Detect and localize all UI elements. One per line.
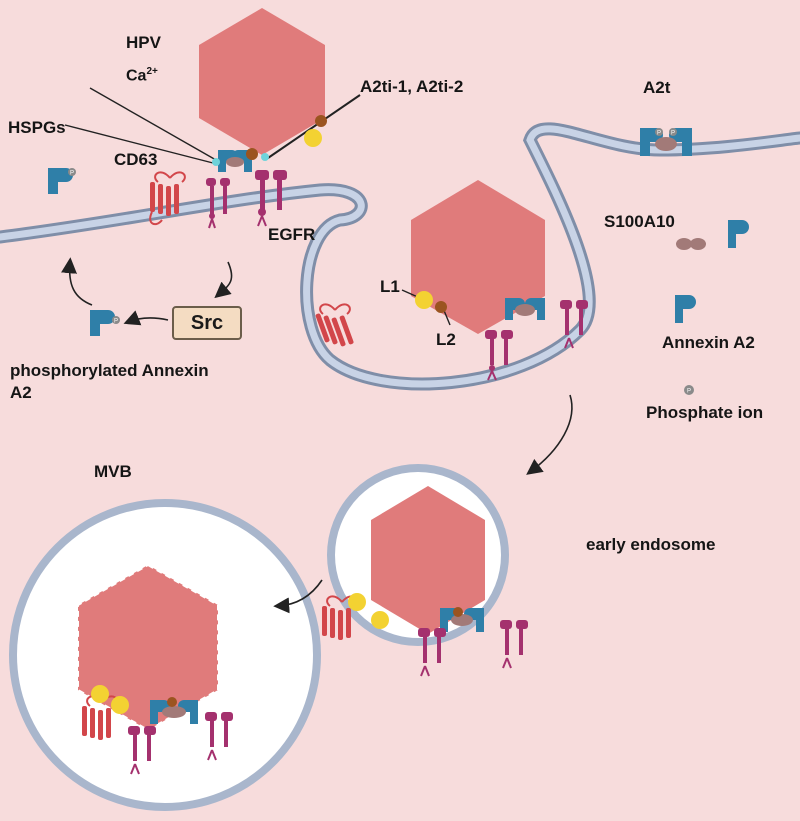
ca-label-superscript: 2+ [146, 66, 158, 77]
egfr-label: EGFR [268, 225, 316, 244]
l1-label: L1 [380, 277, 400, 296]
l2-protein-icon [435, 301, 447, 313]
l1-protein-mvb-icon [91, 685, 109, 703]
egfr-invagination-icon [485, 330, 513, 381]
egfr-to-src-arrow [214, 261, 233, 299]
early-endosome-label: early endosome [586, 535, 716, 554]
l2-protein-surface-icon-2 [246, 148, 258, 160]
annexin-to-membrane-arrow [61, 257, 93, 306]
phospho-annexin-label-line1: phosphorylated Annexin [10, 361, 209, 380]
hpv-capsid-surface [199, 8, 325, 155]
membrane-to-endosome-arrow [526, 394, 573, 475]
phosphate-glyph-3: P [671, 131, 675, 137]
phospho-annexin-label-line2: A2 [10, 383, 32, 402]
ca-leader-line [89, 87, 217, 161]
phosphorylated-annexin-membrane-icon [48, 168, 76, 194]
egfr-mvb-icon [128, 726, 156, 775]
cd63-endosome-icon [322, 595, 358, 640]
l1-protein-mvb-icon-2 [111, 696, 129, 714]
egfr-endosome-icon [418, 628, 446, 677]
egfr-endosome-icon-2 [500, 620, 528, 669]
ca-ion-icon [212, 158, 220, 166]
phosphate-glyph-2: P [657, 131, 661, 137]
hspgs-leader-line [64, 124, 214, 164]
hpv-capsid-invagination [411, 180, 545, 334]
a2ti-leader-line [267, 94, 361, 159]
hpv-capsid-endosome [371, 486, 485, 634]
egfr-mvb-icon-2 [205, 712, 233, 761]
annexin-a2-legend-icon-2 [675, 295, 696, 323]
a2t-label: A2t [643, 78, 671, 97]
hspgs-icon [261, 153, 269, 161]
a2t-complex-mvb-icon [150, 697, 198, 724]
hspgs-label: HSPGs [8, 118, 66, 137]
hpv-label: HPV [126, 33, 161, 52]
endosome-to-mvb-arrow [273, 579, 323, 614]
phosphate-legend-icon [684, 385, 694, 395]
egfr-invagination-icon-2 [560, 300, 588, 349]
annexin-a2-label: Annexin A2 [662, 333, 755, 352]
phosphate-glyph-0: P [70, 171, 74, 177]
ca-label-base: Ca [126, 67, 147, 85]
l1-protein-surface-icon [304, 129, 322, 147]
src-kinase-box: Src [172, 306, 242, 340]
s100a10-legend-icon [676, 238, 706, 250]
annexin-a2-legend-icon-1 [728, 220, 749, 248]
hpv-capsid-mvb [77, 563, 219, 732]
cd63-invagination-icon [315, 303, 354, 347]
l2-protein-surface-icon [315, 115, 327, 127]
a2t-complex-invagination-icon [505, 298, 545, 320]
cd63-icon [149, 171, 186, 226]
l2-label: L2 [436, 330, 456, 349]
l1-protein-icon [415, 291, 433, 309]
l1-protein-endosome-icon-2 [371, 611, 389, 629]
egfr-icon [255, 170, 287, 227]
a2t-complex-endosome-icon [440, 607, 484, 632]
a2ti-label: A2ti-1, A2ti-2 [360, 77, 464, 96]
src-to-annexin-arrow [123, 310, 169, 326]
ca-label: Ca2+ [126, 66, 158, 85]
l1-protein-endosome-icon [348, 593, 366, 611]
plasma-membrane-inner [0, 125, 800, 388]
phosphate-glyph-1: P [114, 319, 118, 325]
phosphate-ion-label: Phosphate ion [646, 403, 764, 422]
s100a10-label: S100A10 [604, 212, 675, 231]
a2t-membrane-icon [640, 128, 692, 156]
cd63-label: CD63 [114, 150, 158, 169]
egfr-icon-2 [206, 178, 230, 229]
phosphorylated-annexin-free-icon [90, 310, 120, 336]
mvb-label: MVB [94, 462, 132, 481]
phosphate-glyph-4: P [687, 389, 691, 395]
